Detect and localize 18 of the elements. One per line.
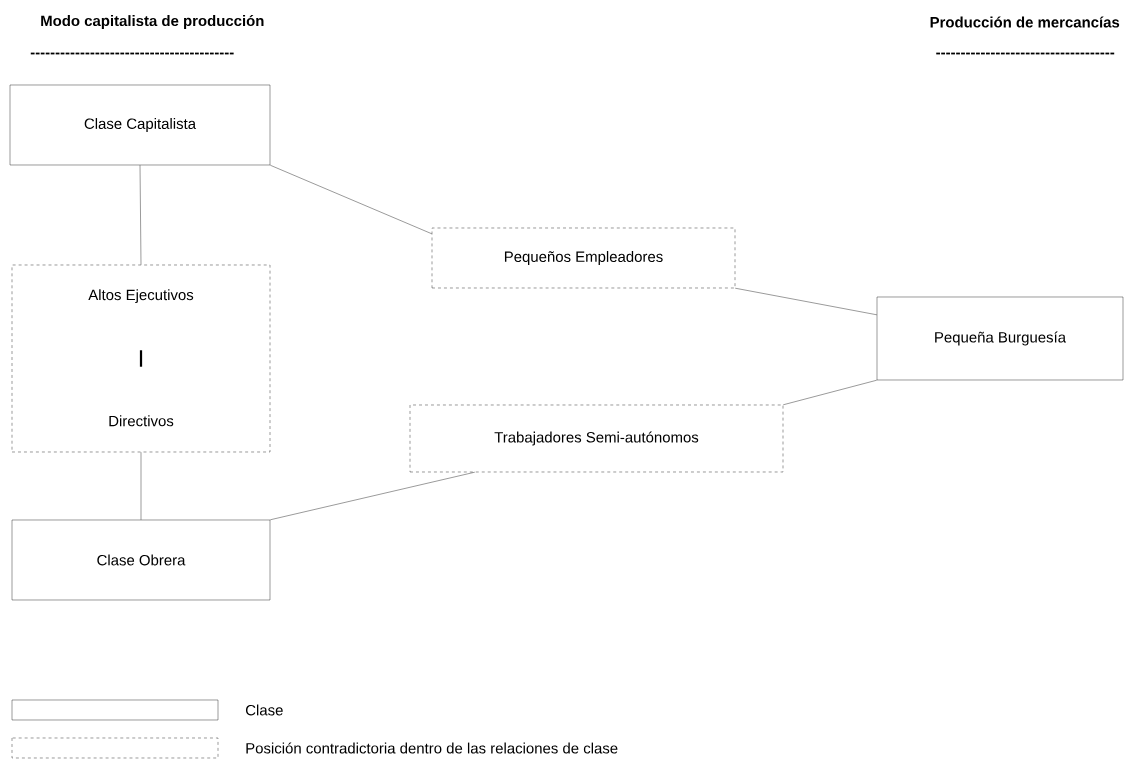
legend-text: Posición contradictoria dentro de las relaciones de clase: [246, 742, 618, 754]
connector-line: [270, 165, 432, 234]
connector-line: [140, 452, 142, 520]
heading: Modo capitalista de producción: [41, 14, 264, 29]
legend-text: Clase: [245, 704, 283, 716]
class-box: Clase Capitalista: [9, 84, 271, 166]
dashed-rule-text: -----------------------------------------: [30, 52, 234, 55]
dashed-box: Trabajadores Semi-autónomos: [409, 404, 784, 473]
connector-line: [735, 288, 877, 315]
dashed-rule-text: ------------------------------------: [936, 52, 1115, 55]
connector-line: [270, 472, 475, 520]
dashed-box: Altos Ejecutivos I Directivos: [11, 264, 271, 453]
connector-line: [783, 380, 877, 405]
class-box: Pequeña Burguesía: [876, 296, 1124, 381]
connector-line: [139, 165, 142, 265]
class-box: Clase Obrera: [11, 519, 271, 601]
heading: Producción de mercancías: [930, 16, 1120, 28]
dashed-box: Pequeños Empleadores: [431, 227, 736, 289]
